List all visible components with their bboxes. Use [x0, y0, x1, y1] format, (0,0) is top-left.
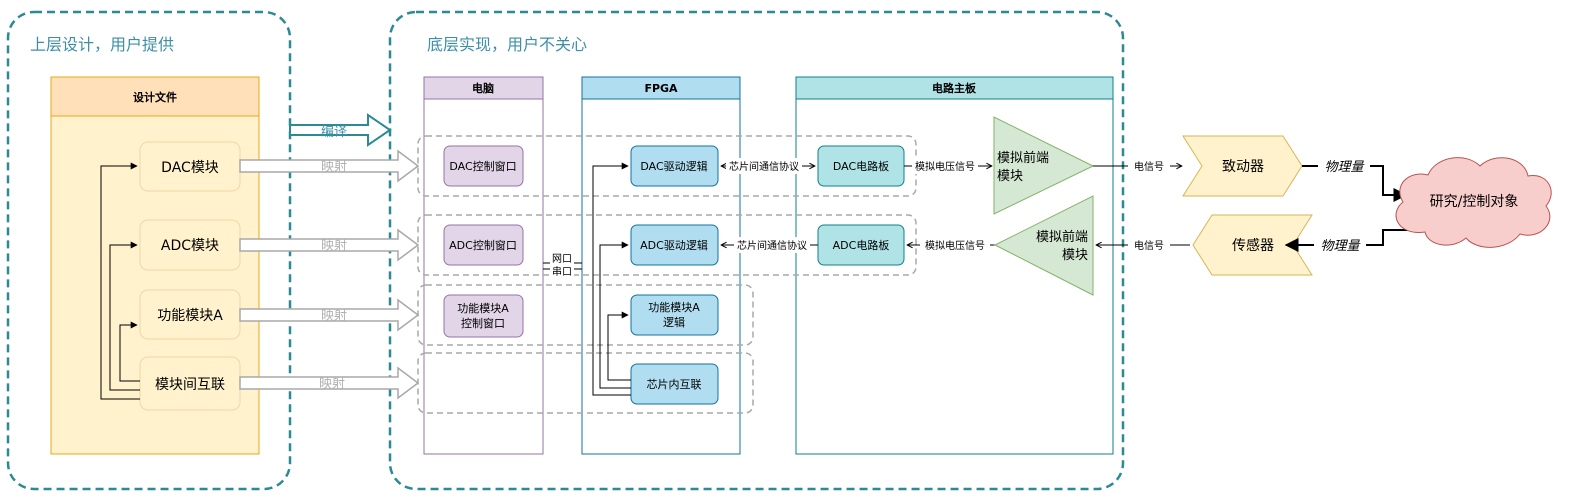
electric-in-label-bg [1128, 237, 1170, 253]
adc-control-window-label: ADC控制窗口 [449, 238, 517, 252]
actuator-label: 致动器 [1222, 159, 1264, 175]
interconnect-module-label: 模块间互联 [155, 377, 225, 393]
map-arrow-dac: 映射 [239, 149, 420, 183]
map-label-func: 映射 [321, 308, 347, 324]
fpga-header: FPGA [644, 82, 678, 95]
adc-control-window[interactable] [443, 224, 524, 266]
inter-row-group [417, 352, 754, 414]
adc-row-group [417, 214, 917, 276]
afe-output-label-1: 模拟前端 [997, 150, 1049, 166]
afe-input-label-1: 模拟前端 [1036, 229, 1088, 245]
dac-driver-logic-label: DAC驱动逻辑 [640, 159, 707, 173]
map-label-inter: 映射 [319, 376, 345, 392]
dac-control-window[interactable] [443, 145, 524, 187]
electric-in-label: 电信号 [1134, 239, 1164, 252]
dac-control-window-label: DAC控制窗口 [449, 159, 516, 173]
function-module-label: 功能模块A [157, 308, 223, 324]
func-control-window-label-1: 功能模块A [457, 301, 509, 315]
inter-to-dac-line [100, 162, 140, 400]
dac-driver-logic[interactable] [630, 145, 719, 187]
map-arrow-func: 映射 [239, 298, 420, 332]
map-label-adc: 映射 [321, 238, 347, 254]
on-chip-interconnect[interactable] [630, 363, 719, 405]
design-file-header-bg [50, 76, 260, 117]
design-file-header: 设计文件 [133, 90, 177, 104]
func-control-window[interactable] [443, 294, 524, 338]
link-label-1: 网口 [552, 253, 572, 265]
inter-to-adc-line [109, 241, 140, 391]
dac-protocol-label-bg [726, 158, 802, 174]
afe-input-label-2: 模块 [1062, 248, 1088, 263]
func-control-window-label-2: 控制窗口 [461, 316, 505, 330]
physical-in-label: 物理量 [1320, 239, 1361, 254]
adc-protocol-label-bg [734, 237, 810, 253]
fpga-inter-to-func-line [607, 311, 631, 381]
board-header: 电路主板 [932, 81, 977, 95]
func-row-group [417, 284, 754, 346]
dac-analog-label-bg [912, 158, 978, 174]
afe-output-triangle[interactable] [993, 116, 1095, 215]
inter-to-func-line [119, 321, 140, 382]
dac-protocol-label: 芯片间通信协议 [729, 160, 799, 173]
upper-region-title: 上层设计，用户提供 [30, 35, 174, 54]
lower-region-title: 底层实现，用户不关心 [427, 35, 587, 54]
pc-header-bg [423, 76, 544, 100]
dac-circuit-board-label: DAC电路板 [833, 159, 889, 173]
adc-analog-label: 模拟电压信号 [925, 239, 985, 252]
compile-label: 编译 [321, 125, 347, 140]
compile-arrow [289, 113, 392, 147]
adc-driver-logic-label: ADC驱动逻辑 [640, 238, 708, 252]
actuator-shape[interactable] [1182, 135, 1303, 197]
target-cloud[interactable] [1395, 157, 1552, 248]
target-label: 研究/控制对象 [1430, 194, 1519, 210]
adc-module-label: ADC模块 [161, 238, 219, 254]
fpga-inter-to-dac-line [592, 162, 631, 396]
adc-analog-label-bg [920, 237, 990, 253]
physical-out-label-bg [1318, 158, 1370, 175]
physical-out-label: 物理量 [1324, 160, 1365, 175]
fpga-header-bg [581, 76, 741, 100]
dac-analog-label: 模拟电压信号 [915, 160, 975, 173]
sensor-label: 传感器 [1232, 237, 1274, 254]
dac-row-group [417, 135, 917, 197]
map-arrow-inter: 映射 [239, 366, 420, 400]
link-label-bg [550, 252, 574, 278]
func-logic[interactable] [630, 294, 719, 336]
fpga-inter-to-adc-line [599, 241, 631, 389]
afe-output-label-2: 模块 [997, 169, 1023, 184]
func-logic-label-2: 逻辑 [663, 315, 685, 329]
on-chip-interconnect-label: 芯片内互联 [647, 377, 702, 391]
electric-out-label-bg [1128, 158, 1170, 174]
func-logic-label-1: 功能模块A [648, 300, 700, 314]
map-label-dac: 映射 [321, 159, 347, 175]
adc-driver-logic[interactable] [630, 224, 719, 266]
board-header-bg [795, 76, 1114, 100]
electric-out-label: 电信号 [1134, 160, 1164, 173]
pc-header: 电脑 [472, 81, 494, 95]
dac-module-label: DAC模块 [161, 160, 219, 176]
physical-in-label-bg [1314, 237, 1366, 254]
map-arrow-adc: 映射 [239, 228, 420, 262]
adc-protocol-label: 芯片间通信协议 [737, 239, 807, 252]
link-label-2: 串口 [552, 266, 572, 278]
adc-circuit-board-label: ADC电路板 [833, 238, 890, 252]
afe-input-triangle[interactable] [993, 195, 1094, 296]
